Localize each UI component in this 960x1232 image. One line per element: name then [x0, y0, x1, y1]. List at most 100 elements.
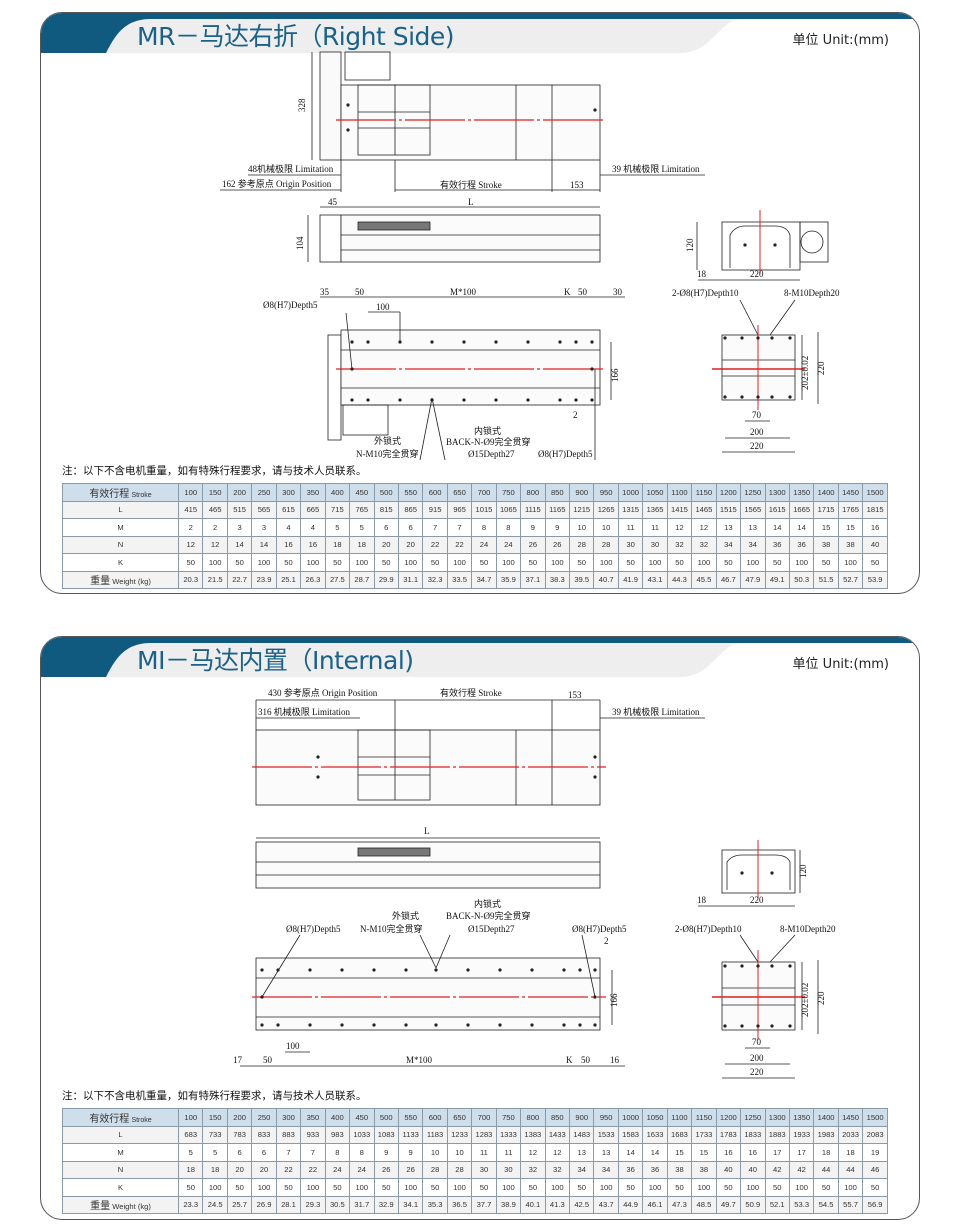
value-cell: 12 — [177, 535, 204, 554]
stroke-cell: 1500 — [862, 483, 888, 502]
value-cell: 28.1 — [275, 1195, 302, 1214]
value-cell: 50 — [568, 553, 595, 572]
mounting-hole-mark — [260, 1023, 264, 1027]
value-cell: 38.3 — [544, 570, 571, 589]
value-cell: 50 — [177, 1178, 204, 1197]
value-cell: 33.5 — [446, 570, 473, 589]
dim-35: 35 — [320, 287, 330, 297]
value-cell: 1665 — [788, 500, 815, 519]
stroke-cell: 850 — [544, 483, 571, 502]
limit-left-label: 48机械极限 Limitation — [248, 163, 334, 174]
value-cell: 50 — [715, 1178, 742, 1197]
stroke-cell: 1000 — [617, 1108, 644, 1127]
mounting-hole-mark — [756, 1024, 760, 1028]
row-label: K — [62, 1178, 179, 1197]
value-cell: 32.3 — [422, 570, 448, 589]
mounting-hole-mark — [498, 1023, 502, 1027]
value-cell: 100 — [691, 553, 717, 572]
value-cell: 100 — [642, 553, 668, 572]
stroke-cell: 1450 — [837, 1108, 864, 1127]
dim-70: 70 — [752, 1037, 762, 1047]
mounting-hole-mark — [462, 340, 466, 344]
mounting-hole-mark — [350, 398, 354, 402]
value-cell: 38.9 — [495, 1195, 522, 1214]
value-cell: 100 — [202, 553, 228, 572]
mounting-hole-mark — [466, 968, 470, 972]
mounting-hole-mark — [770, 871, 774, 875]
unit-label: 单位 Unit:(mm) — [792, 657, 889, 672]
row-label: N — [62, 535, 179, 554]
stroke-cell: 1300 — [764, 1108, 790, 1127]
dim-K: K — [566, 1055, 573, 1065]
value-cell: 100 — [544, 553, 571, 572]
value-cell: 52.1 — [764, 1195, 790, 1214]
dim-50: 50 — [578, 287, 588, 297]
mounting-hole-mark — [526, 398, 530, 402]
limit-right-label: 39 机械极限 Limitation — [612, 163, 700, 174]
mounting-hole-mark — [740, 964, 744, 968]
value-cell: 8 — [349, 1143, 375, 1162]
value-cell: 32 — [544, 1160, 571, 1179]
end-dim-18: 18 — [697, 269, 707, 279]
value-cell: 8 — [495, 518, 522, 537]
value-cell: 28 — [568, 535, 595, 554]
value-cell: 24.5 — [202, 1195, 228, 1214]
value-cell: 26.9 — [251, 1195, 277, 1214]
value-cell: 16 — [300, 535, 326, 554]
row-label: 重量 Weight (kg) — [62, 570, 179, 589]
value-cell: 50 — [226, 553, 253, 572]
outer-lock-spec: N-M10完全贯穿 — [360, 923, 423, 934]
value-cell: 615 — [275, 500, 302, 519]
value-cell: 1465 — [691, 500, 717, 519]
value-cell: 1365 — [642, 500, 668, 519]
value-cell: 50 — [177, 553, 204, 572]
value-cell: 40.1 — [520, 1195, 546, 1214]
mounting-hole-mark — [723, 1024, 727, 1028]
value-cell: 100 — [740, 1178, 766, 1197]
value-cell: 1883 — [764, 1125, 790, 1144]
value-cell: 50.9 — [740, 1195, 766, 1214]
value-cell: 34 — [568, 1160, 595, 1179]
value-cell: 50 — [520, 553, 546, 572]
mounting-hole-mark — [723, 336, 727, 340]
value-cell: 100 — [691, 1178, 717, 1197]
value-cell: 15 — [691, 1143, 717, 1162]
value-cell: 1565 — [740, 500, 766, 519]
value-cell: 1015 — [471, 500, 497, 519]
value-cell: 30.5 — [324, 1195, 351, 1214]
value-cell: 38 — [813, 535, 839, 554]
value-cell: 30 — [495, 1160, 522, 1179]
value-cell: 783 — [226, 1125, 253, 1144]
mounting-hole-mark — [260, 968, 264, 972]
dim-70: 70 — [752, 410, 762, 420]
stroke-label: 有效行程 Stroke — [440, 179, 502, 190]
value-cell: 47.3 — [666, 1195, 693, 1214]
value-cell: 665 — [300, 500, 326, 519]
value-cell: 35.9 — [495, 570, 522, 589]
value-cell: 53.9 — [862, 570, 888, 589]
section-title: MR－马达右折（Right Side) — [137, 22, 455, 51]
mi-mounting-view — [240, 934, 625, 1067]
pin-holes-label: 2-Ø8(H7)Depth10 — [672, 288, 739, 298]
row-label-text: K — [117, 557, 124, 567]
row-label-text: Weight (kg) — [112, 1202, 151, 1212]
value-cell: 865 — [397, 500, 424, 519]
dim-30: 30 — [613, 287, 623, 297]
mounting-hole-mark — [773, 243, 777, 247]
stroke-cell: 1050 — [642, 1108, 668, 1127]
value-cell: 50 — [275, 1178, 302, 1197]
stroke-cell: 1000 — [617, 483, 644, 502]
value-cell: 100 — [251, 1178, 277, 1197]
mounting-hole-mark — [743, 243, 747, 247]
value-cell: 28 — [422, 1160, 448, 1179]
value-cell: 32 — [520, 1160, 546, 1179]
value-cell: 5 — [202, 1143, 228, 1162]
value-cell: 11 — [617, 518, 644, 537]
value-cell: 44 — [837, 1160, 864, 1179]
stroke-label: 有效行程 Stroke — [440, 687, 502, 698]
dim-200: 200 — [750, 1053, 764, 1063]
